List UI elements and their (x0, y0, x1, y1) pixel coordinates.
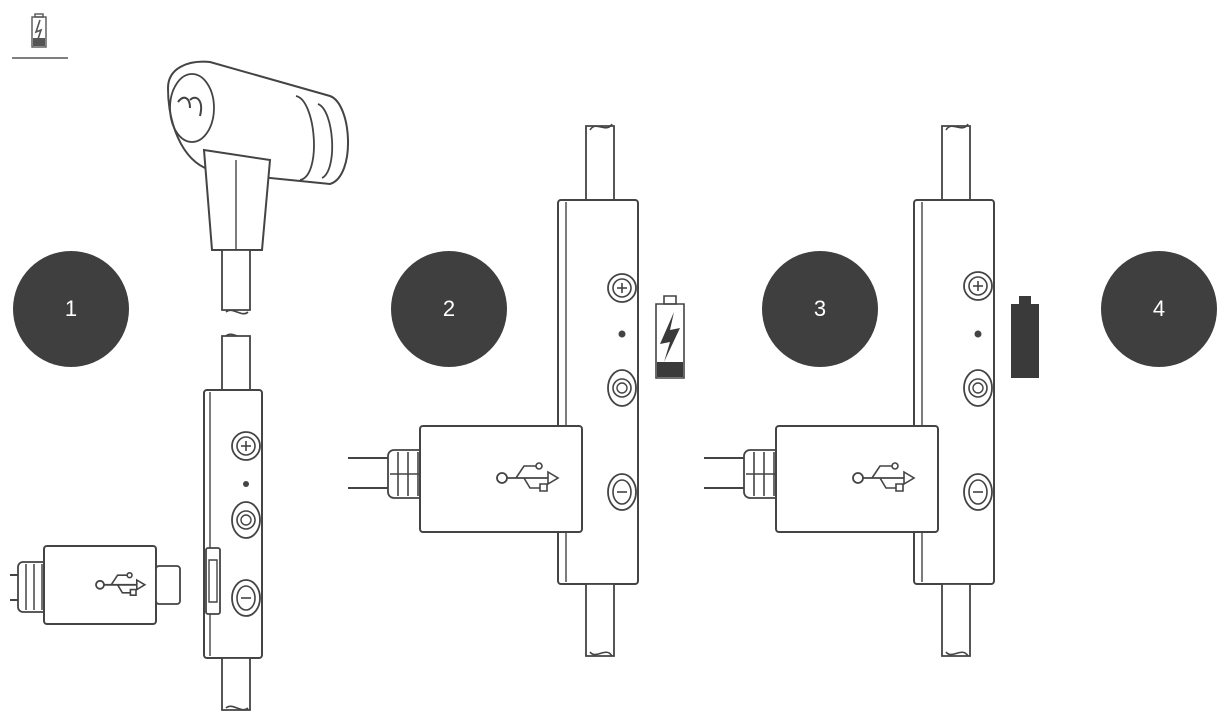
step-4-badge: 4 (1101, 251, 1217, 367)
step-2-badge: 2 (391, 251, 507, 367)
battery-charging-icon (12, 13, 68, 59)
remote-control-icon (204, 390, 262, 658)
step-1-badge: 1 (13, 251, 129, 367)
earbud-and-usb-plug-icon (10, 62, 348, 710)
remote-charged-battery-icon (704, 124, 1039, 656)
battery-charging-icon (656, 296, 684, 378)
remote-charging-battery-icon (348, 124, 684, 656)
battery-full-icon (1011, 296, 1039, 378)
micro-usb-plug-icon (10, 546, 180, 624)
step-3-badge: 3 (762, 251, 878, 367)
earbud-icon (168, 62, 348, 314)
